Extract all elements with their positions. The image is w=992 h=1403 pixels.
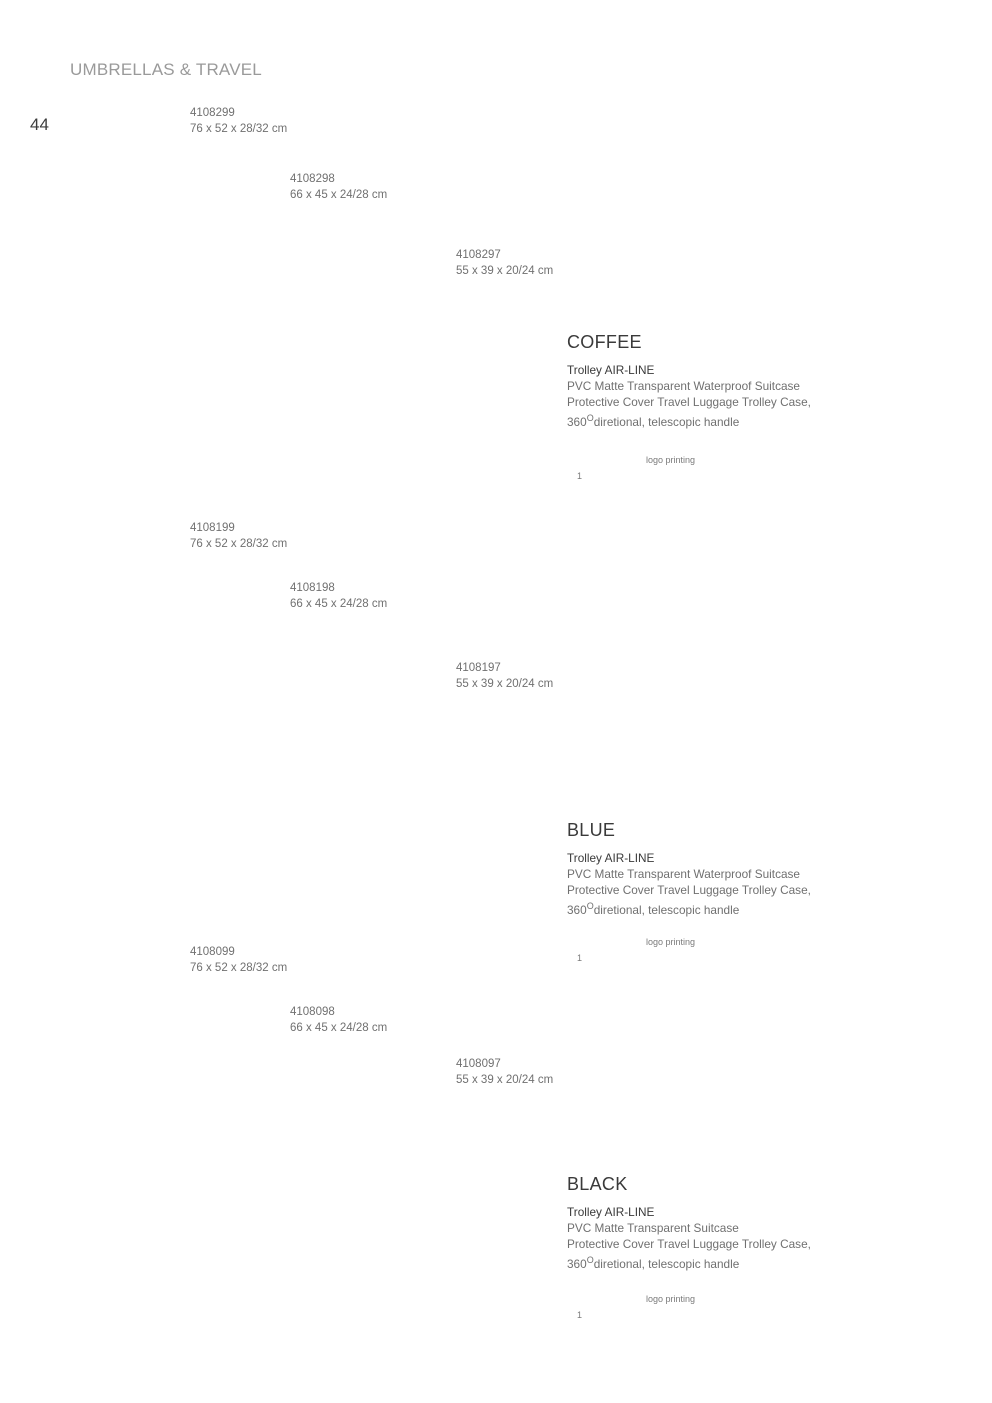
desc-line: Protective Cover Travel Luggage Trolley … [567,395,811,409]
product-code-small: 4108297 55 x 39 x 20/24 cm [456,247,553,279]
product-size: 55 x 39 x 20/24 cm [456,1074,554,1086]
product-code-large: 4108299 76 x 52 x 28/32 cm [190,105,287,137]
desc-line: Protective Cover Travel Luggage Trolley … [567,883,811,897]
product-size: 66 x 45 x 24/28 cm [290,189,388,201]
degree-symbol: O [586,413,594,423]
product-size: 76 x 52 x 28/32 cm [190,962,288,974]
desc-line: PVC Matte Transparent Waterproof Suitcas… [567,379,800,393]
product-code: 4108098 [290,1006,335,1018]
product-code: 4108099 [190,946,235,958]
product-size: 76 x 52 x 28/32 cm [190,538,288,550]
product-code-medium: 4108098 66 x 45 x 24/28 cm [290,1004,387,1036]
product-code: 4108297 [456,249,501,261]
product-name: Trolley AIR-LINE [567,851,655,865]
product-size: 66 x 45 x 24/28 cm [290,598,388,610]
logo-printing-label: logo printing [646,455,696,465]
color-heading-coffee: COFFEE [567,332,642,352]
page-number: 44 [30,115,49,134]
product-code-medium: 4108298 66 x 45 x 24/28 cm [290,171,387,203]
product-code: 4108299 [190,107,235,119]
product-name: Trolley AIR-LINE [567,363,655,377]
logo-printing-label: logo printing [646,1294,696,1304]
desc-line: PVC Matte Transparent Waterproof Suitcas… [567,867,800,881]
product-size: 55 x 39 x 20/24 cm [456,678,554,690]
product-description: Trolley AIR-LINE PVC Matte Transparent S… [567,1204,847,1272]
product-code-large: 4108099 76 x 52 x 28/32 cm [190,944,287,976]
section-title: UMBRELLAS & TRAVEL [70,60,262,79]
product-description: Trolley AIR-LINE PVC Matte Transparent W… [567,850,847,918]
degree-symbol: O [586,901,594,911]
product-code-medium: 4108198 66 x 45 x 24/28 cm [290,580,387,612]
product-code: 4108298 [290,173,335,185]
product-name: Trolley AIR-LINE [567,1205,655,1219]
product-size: 76 x 52 x 28/32 cm [190,123,288,135]
product-size: 55 x 39 x 20/24 cm [456,265,554,277]
product-code: 4108197 [456,662,501,674]
logo-printing-count: 1 [577,1310,583,1320]
degree-symbol: O [586,1255,594,1265]
desc-line: 360Odiretional, telescopic handle [567,901,740,917]
product-code-large: 4108199 76 x 52 x 28/32 cm [190,520,287,552]
logo-printing-count: 1 [577,471,583,481]
product-code: 4108198 [290,582,335,594]
product-code: 4108199 [190,522,235,534]
desc-line: PVC Matte Transparent Suitcase [567,1221,739,1235]
product-code-small: 4108097 55 x 39 x 20/24 cm [456,1056,553,1088]
product-code: 4108097 [456,1058,501,1070]
color-heading-blue: BLUE [567,820,616,840]
product-size: 66 x 45 x 24/28 cm [290,1022,388,1034]
color-heading-black: BLACK [567,1174,628,1194]
logo-printing-label: logo printing [646,937,696,947]
product-description: Trolley AIR-LINE PVC Matte Transparent W… [567,362,847,430]
product-code-small: 4108197 55 x 39 x 20/24 cm [456,660,553,692]
desc-line: 360Odiretional, telescopic handle [567,1255,740,1271]
desc-line: Protective Cover Travel Luggage Trolley … [567,1237,811,1251]
desc-line: 360Odiretional, telescopic handle [567,413,740,429]
logo-printing-count: 1 [577,953,583,963]
